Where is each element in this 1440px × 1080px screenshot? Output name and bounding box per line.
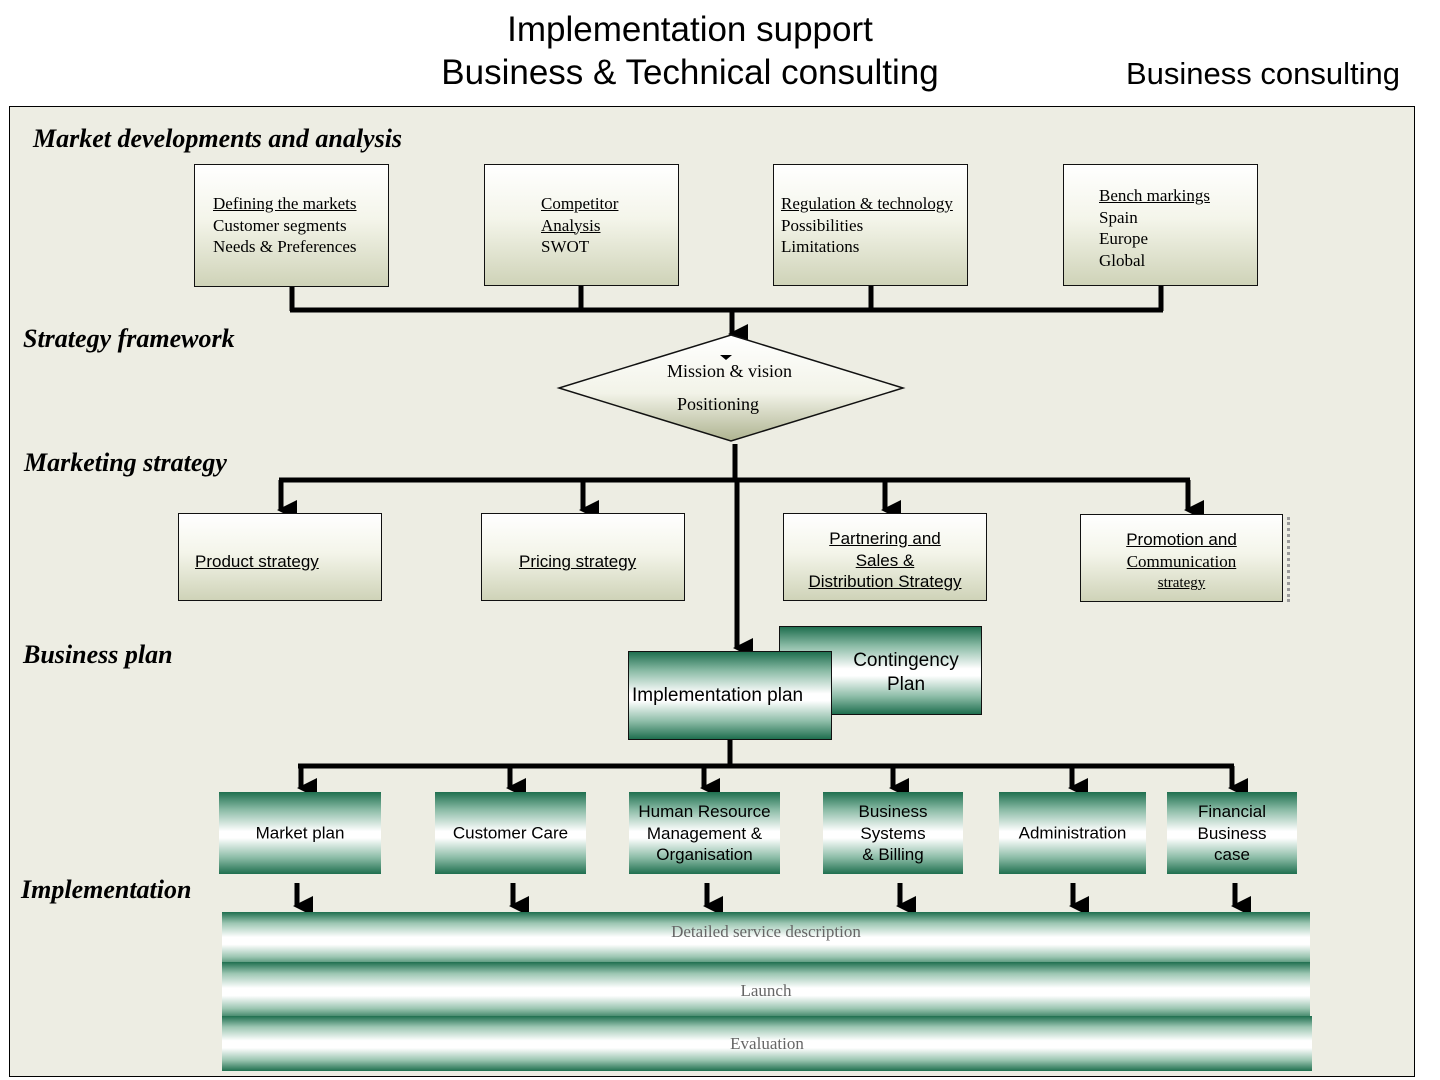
human-resource-line: Organisation <box>656 844 753 864</box>
market-box-line: Limitations <box>781 237 860 256</box>
band-launch: Launch <box>222 962 1310 1020</box>
promotion-line: Promotion and <box>1126 530 1237 549</box>
partnering-strategy-box: Partnering and Sales & Distribution Stra… <box>783 513 987 601</box>
market-box-defining-markets: Defining the markets Customer segments N… <box>194 164 389 287</box>
pricing-strategy-box: Pricing strategy <box>481 513 685 601</box>
market-box-line: Spain <box>1099 207 1138 227</box>
title-line-1: Implementation support <box>507 10 873 49</box>
market-box-line: Regulation & technology <box>781 194 953 213</box>
contingency-line: Plan <box>886 674 926 695</box>
product-strategy-box: Product strategy <box>178 513 382 601</box>
section-strategy: Strategy framework <box>23 324 235 353</box>
human-resource-box: Human Resource Management & Organisation <box>629 792 780 874</box>
band-launch-label: Launch <box>740 981 792 1000</box>
promotion-line: strategy <box>1157 575 1206 591</box>
market-box-line: Analysis <box>541 215 601 235</box>
human-resource-line: Management & <box>646 823 763 843</box>
financial-line: Financial <box>1197 801 1267 821</box>
diamond-line-2: Positioning <box>677 394 760 414</box>
human-resource-line: Human Resource <box>638 801 771 821</box>
market-box-line: SWOT <box>541 237 590 256</box>
section-business-plan: Business plan <box>23 640 173 669</box>
administration-box: Administration <box>999 792 1146 874</box>
section-marketing: Marketing strategy <box>24 448 227 477</box>
corner-title: Business consulting <box>1126 56 1400 91</box>
market-box-competitor: Competitor Analysis SWOT <box>484 164 679 286</box>
financial-business-case-box: Financial Business case <box>1167 792 1297 874</box>
business-systems-line: & Billing <box>862 844 924 864</box>
customer-care-box: Customer Care <box>435 792 586 874</box>
title-line-2: Business & Technical consulting <box>441 53 939 92</box>
market-box-line: Competitor <box>541 194 619 213</box>
contingency-line: Contingency <box>853 650 959 671</box>
product-strategy-label: Product strategy <box>195 552 319 571</box>
partnering-line: Sales & <box>855 550 915 570</box>
market-box-benchmarks: Bench markings Spain Europe Global <box>1063 164 1258 286</box>
customer-care-label: Customer Care <box>452 823 569 843</box>
market-plan-label: Market plan <box>255 823 345 843</box>
market-box-line: Bench markings <box>1099 186 1210 205</box>
section-market: Market developments and analysis <box>33 124 403 153</box>
partnering-line: Distribution Strategy <box>808 572 962 591</box>
mission-diamond <box>556 334 906 442</box>
market-box-line: Europe <box>1099 229 1149 248</box>
partnering-line: Partnering and <box>829 529 941 548</box>
market-plan-box: Market plan <box>219 792 381 874</box>
financial-line: Business <box>1197 823 1267 843</box>
band-detailed-service-label: Detailed service description <box>671 922 861 942</box>
section-implementation: Implementation <box>21 875 192 904</box>
market-box-line: Possibilities <box>781 215 864 235</box>
business-systems-line: Systems <box>860 823 926 843</box>
business-systems-box: Business Systems & Billing <box>823 792 963 874</box>
financial-line: case <box>1214 844 1250 864</box>
band-evaluation: Evaluation <box>222 1016 1312 1071</box>
pricing-strategy-label: Pricing strategy <box>519 552 637 571</box>
market-box-regulation: Regulation & technology Possibilities Li… <box>773 164 968 286</box>
administration-label: Administration <box>1018 823 1127 843</box>
business-systems-line: Business <box>858 801 928 821</box>
market-box-line: Needs & Preferences <box>213 237 357 256</box>
promotion-line: Communication <box>1126 552 1237 571</box>
market-box-line: Customer segments <box>213 215 347 235</box>
promotion-box-shadow <box>1084 517 1290 602</box>
diamond-line-1: Mission & vision <box>667 361 793 381</box>
promotion-strategy-box: Promotion and Communication strategy <box>1080 514 1283 602</box>
implementation-plan-box: Implementation plan <box>628 651 832 740</box>
band-evaluation-label: Evaluation <box>730 1033 804 1053</box>
market-box-line: Defining the markets <box>213 194 357 213</box>
implementation-plan-label: Implementation plan <box>632 685 804 706</box>
band-detailed-service: Detailed service description <box>222 912 1310 968</box>
market-box-line: Global <box>1099 250 1146 270</box>
